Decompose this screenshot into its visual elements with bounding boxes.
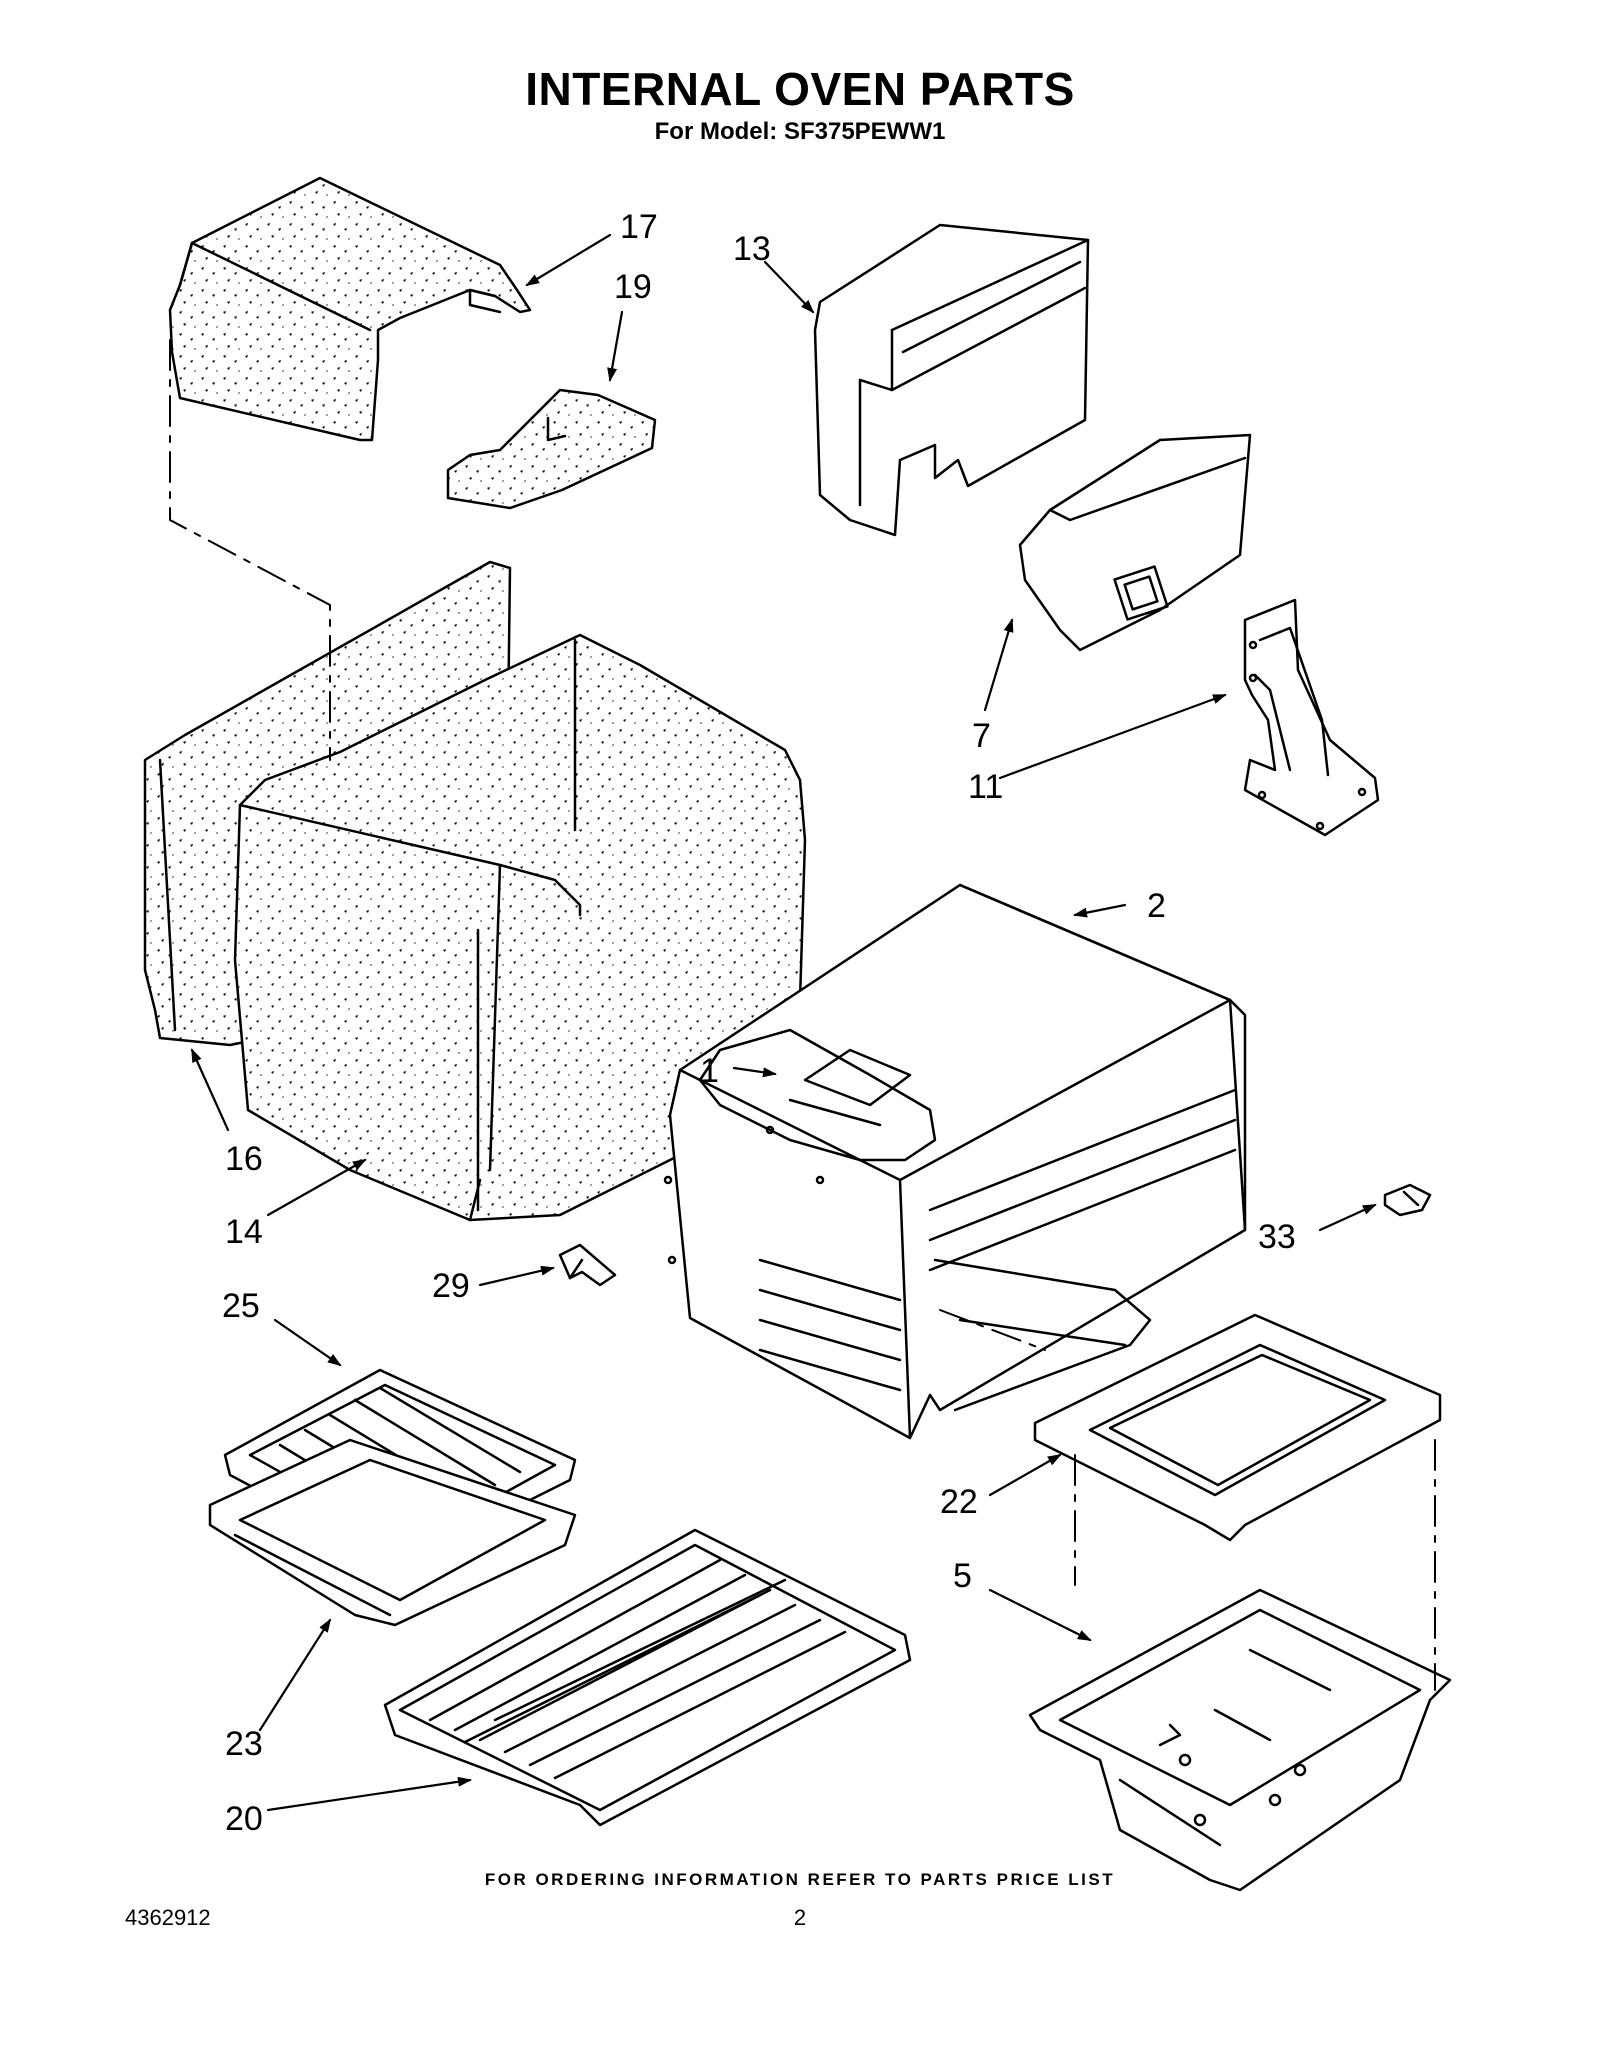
part-20-oven-rack: [383, 1528, 912, 1827]
leader-lines: [190, 233, 1377, 1812]
callout-11: 11: [968, 768, 1003, 806]
ordering-note: FOR ORDERING INFORMATION REFER TO PARTS …: [484, 1870, 1116, 1889]
callout-2: 2: [1147, 887, 1166, 925]
model-subtitle: For Model: SF375PEWW1: [654, 118, 946, 145]
part-11-mounting-bracket: [1243, 598, 1380, 837]
part-29-clip: [558, 1243, 617, 1287]
part-14-wrap-insulation: [233, 633, 807, 1222]
callout-19: 19: [614, 268, 652, 306]
part-19-insulation-pad: [446, 388, 657, 510]
callout-13: 13: [733, 230, 771, 268]
part-7-duct-cover: [1018, 433, 1252, 652]
part-22-burner-cover: [1033, 1313, 1442, 1542]
part-17-top-insulation: [168, 176, 532, 442]
callout-16: 16: [225, 1140, 263, 1178]
alignment-lines: [169, 339, 1436, 1691]
part-2-oven-cavity: [663, 883, 1247, 1440]
callout-17: 17: [620, 208, 658, 246]
callout-5: 5: [953, 1557, 972, 1595]
part-13-vent-duct: [813, 223, 1090, 537]
part-23-broiler-pan: [208, 1438, 577, 1627]
callout-1: 1: [700, 1052, 719, 1090]
callout-22: 22: [940, 1483, 978, 1521]
page-title: INTERNAL OVEN PARTS: [525, 63, 1075, 115]
part-33-latch: [1383, 1183, 1432, 1217]
callout-23: 23: [225, 1725, 263, 1763]
page-number: 2: [793, 1905, 807, 1930]
part-5-oven-bottom: [1028, 1588, 1452, 1892]
callout-29: 29: [432, 1267, 470, 1305]
callout-33: 33: [1258, 1218, 1296, 1256]
callout-7: 7: [972, 717, 991, 755]
document-number: 4362912: [125, 1905, 211, 1930]
callout-20: 20: [225, 1800, 263, 1838]
callout-25: 25: [222, 1287, 260, 1325]
callout-14: 14: [225, 1213, 263, 1251]
